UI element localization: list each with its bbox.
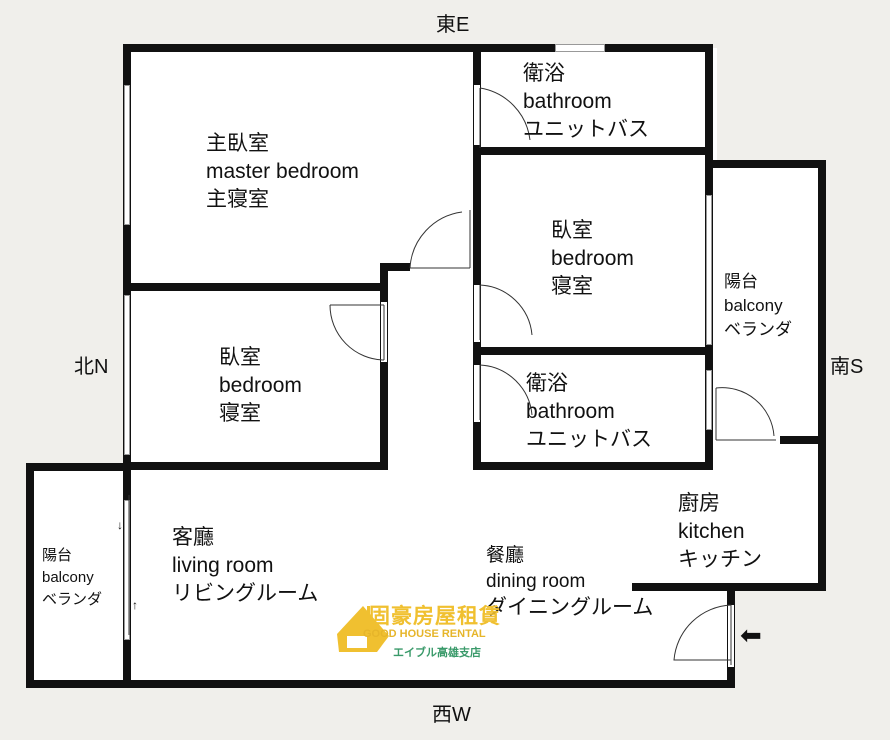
floor-upper [127, 48, 717, 468]
arrow-up-icon: ↑ [132, 598, 138, 612]
compass-east: 東E [436, 14, 470, 36]
floor-lower [30, 467, 732, 684]
house-logo-icon [337, 606, 389, 652]
entrance-arrow-icon: ⬅ [740, 620, 762, 650]
company-logo: 固豪房屋租賃 GOOD HOUSE RENTAL エイブル高雄支店 [333, 600, 523, 662]
compass-south: 南S [830, 356, 864, 378]
arrow-down-icon: ↓ [117, 518, 123, 532]
compass-north: 北N [74, 356, 109, 378]
compass-west: 西W [432, 704, 471, 726]
door-bath1 [479, 87, 531, 148]
